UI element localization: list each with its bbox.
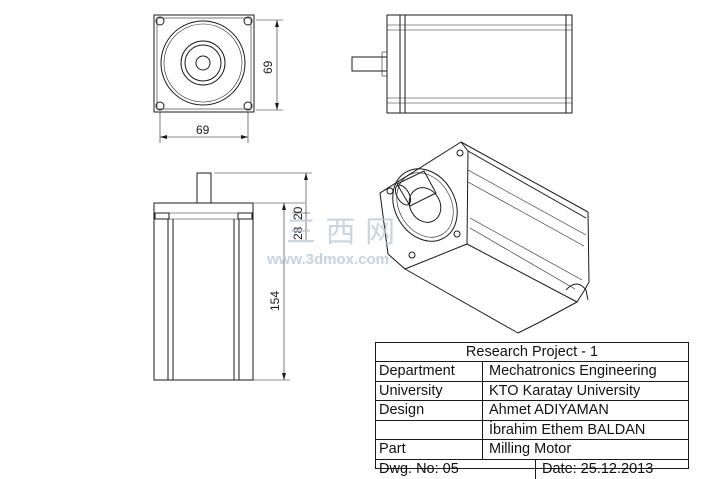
watermark: 三 西 网 www.3dmox.com bbox=[266, 215, 395, 268]
technical-drawing: 69 69 bbox=[153, 14, 590, 381]
row-label: University bbox=[376, 381, 483, 401]
title-block: Research Project - 1 Department Mechatro… bbox=[375, 342, 689, 479]
front-view bbox=[153, 14, 255, 113]
drawing-date: Date: 25.12.2013 bbox=[542, 460, 654, 477]
side-view bbox=[351, 14, 573, 114]
shaft-length-label: 28 bbox=[291, 226, 305, 240]
title-block-row: Design Ahmet ADIYAMAN bbox=[376, 401, 688, 421]
row-value: KTO Karatay University bbox=[489, 382, 641, 399]
length-dimension: 154 28 20 bbox=[214, 172, 312, 381]
row-label: Part bbox=[376, 440, 483, 459]
isometric-view bbox=[379, 141, 590, 334]
drawing-number: Dwg. No: 05 bbox=[376, 459, 536, 479]
front-width-label: 69 bbox=[196, 123, 210, 137]
elevation-view bbox=[153, 172, 254, 381]
row-label bbox=[376, 420, 483, 440]
title-block-footer-row: Dwg. No: 05 Date: 25.12.2013 bbox=[376, 459, 688, 479]
length-label: 154 bbox=[268, 291, 282, 311]
title-block-title: Research Project - 1 bbox=[376, 343, 688, 362]
row-label: Design bbox=[376, 401, 483, 420]
title-block-row: University KTO Karatay University bbox=[376, 381, 688, 402]
front-height-dimension: 69 bbox=[256, 19, 283, 111]
row-value: İbrahim Ethem BALDAN bbox=[489, 421, 646, 438]
front-height-label: 69 bbox=[261, 60, 275, 74]
watermark-url: www.3dmox.com bbox=[266, 251, 389, 268]
front-width-dimension: 69 bbox=[159, 112, 249, 143]
title-block-row: İbrahim Ethem BALDAN bbox=[376, 420, 688, 441]
title-block-row: Department Mechatronics Engineering bbox=[376, 362, 688, 382]
title-block-row: Part Milling Motor bbox=[376, 440, 688, 460]
shaft-step-label: 20 bbox=[291, 206, 305, 220]
watermark-chars: 三 西 网 bbox=[286, 215, 395, 250]
row-value: Mechatronics Engineering bbox=[489, 363, 657, 379]
row-label: Department bbox=[376, 362, 483, 381]
row-value: Milling Motor bbox=[489, 441, 572, 458]
row-value: Ahmet ADIYAMAN bbox=[489, 402, 609, 419]
